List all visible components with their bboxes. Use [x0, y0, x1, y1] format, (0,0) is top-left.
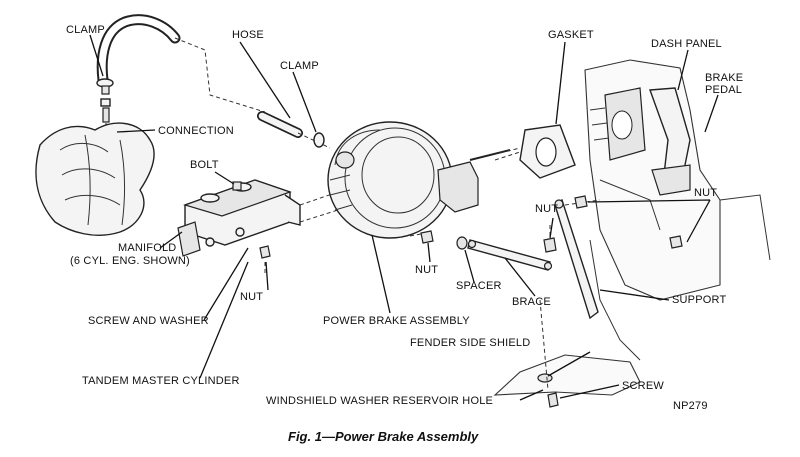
gasket-part: [494, 124, 576, 179]
label-support: SUPPORT: [672, 294, 726, 306]
clamp-mid-part: [313, 132, 325, 148]
label-nut-right: NUT: [694, 187, 717, 199]
label-windshield-washer-reservoir-hole: WINDSHIELD WASHER RESERVOIR HOLE: [266, 395, 493, 407]
label-connection: CONNECTION: [158, 125, 234, 137]
manifold-part: [35, 122, 155, 236]
label-nut-left: NUT: [240, 291, 263, 303]
spacer-part: [456, 236, 468, 250]
label-brace: BRACE: [512, 296, 551, 308]
figure-caption: Fig. 1—Power Brake Assembly: [288, 429, 479, 444]
label-spacer: SPACER: [456, 280, 502, 292]
master-cylinder-part: [177, 179, 339, 257]
label-brake-pedal-line1: BRAKE: [705, 72, 743, 84]
label-fender-side-shield: FENDER SIDE SHIELD: [410, 337, 530, 349]
label-manifold-line1: MANIFOLD: [118, 242, 176, 254]
nut-center-part: [409, 230, 434, 244]
connection-fitting: [100, 98, 111, 148]
label-gasket: GASKET: [548, 29, 594, 41]
label-figure-code: NP279: [673, 400, 708, 412]
bolt-part: [232, 181, 242, 191]
brace-part: [467, 239, 553, 271]
label-brake-pedal-line2: PEDAL: [705, 84, 742, 96]
label-clamp-mid: CLAMP: [280, 60, 319, 72]
label-screw-and-washer: SCREW AND WASHER: [88, 315, 209, 327]
nut-left-part: [259, 245, 271, 275]
label-hose: HOSE: [232, 29, 264, 41]
label-bolt: BOLT: [190, 159, 219, 171]
clamp-top-part: [96, 78, 114, 95]
brake-pedal-part: [649, 87, 691, 196]
label-tandem-master-cylinder: TANDEM MASTER CYLINDER: [82, 375, 240, 387]
firewall-outline: [589, 179, 771, 361]
label-nut-center: NUT: [415, 264, 438, 276]
leader-lines: [89, 34, 719, 401]
label-power-brake-assembly: POWER BRAKE ASSEMBLY: [323, 315, 470, 327]
nut-mid-part: [543, 225, 557, 253]
dash-panel-part: [584, 59, 721, 301]
power-brake-booster-part: [327, 121, 521, 239]
label-clamp-top: CLAMP: [66, 24, 105, 36]
label-screw: SCREW: [622, 380, 664, 392]
support-part: [554, 198, 601, 320]
vacuum-hose-upper: [96, 14, 266, 113]
label-dash-panel: DASH PANEL: [651, 38, 722, 50]
nut-right-part: [574, 195, 683, 249]
label-nut-mid: NUT: [535, 203, 558, 215]
label-manifold-line2: (6 CYL. ENG. SHOWN): [70, 255, 190, 267]
screw-part: [547, 392, 559, 408]
